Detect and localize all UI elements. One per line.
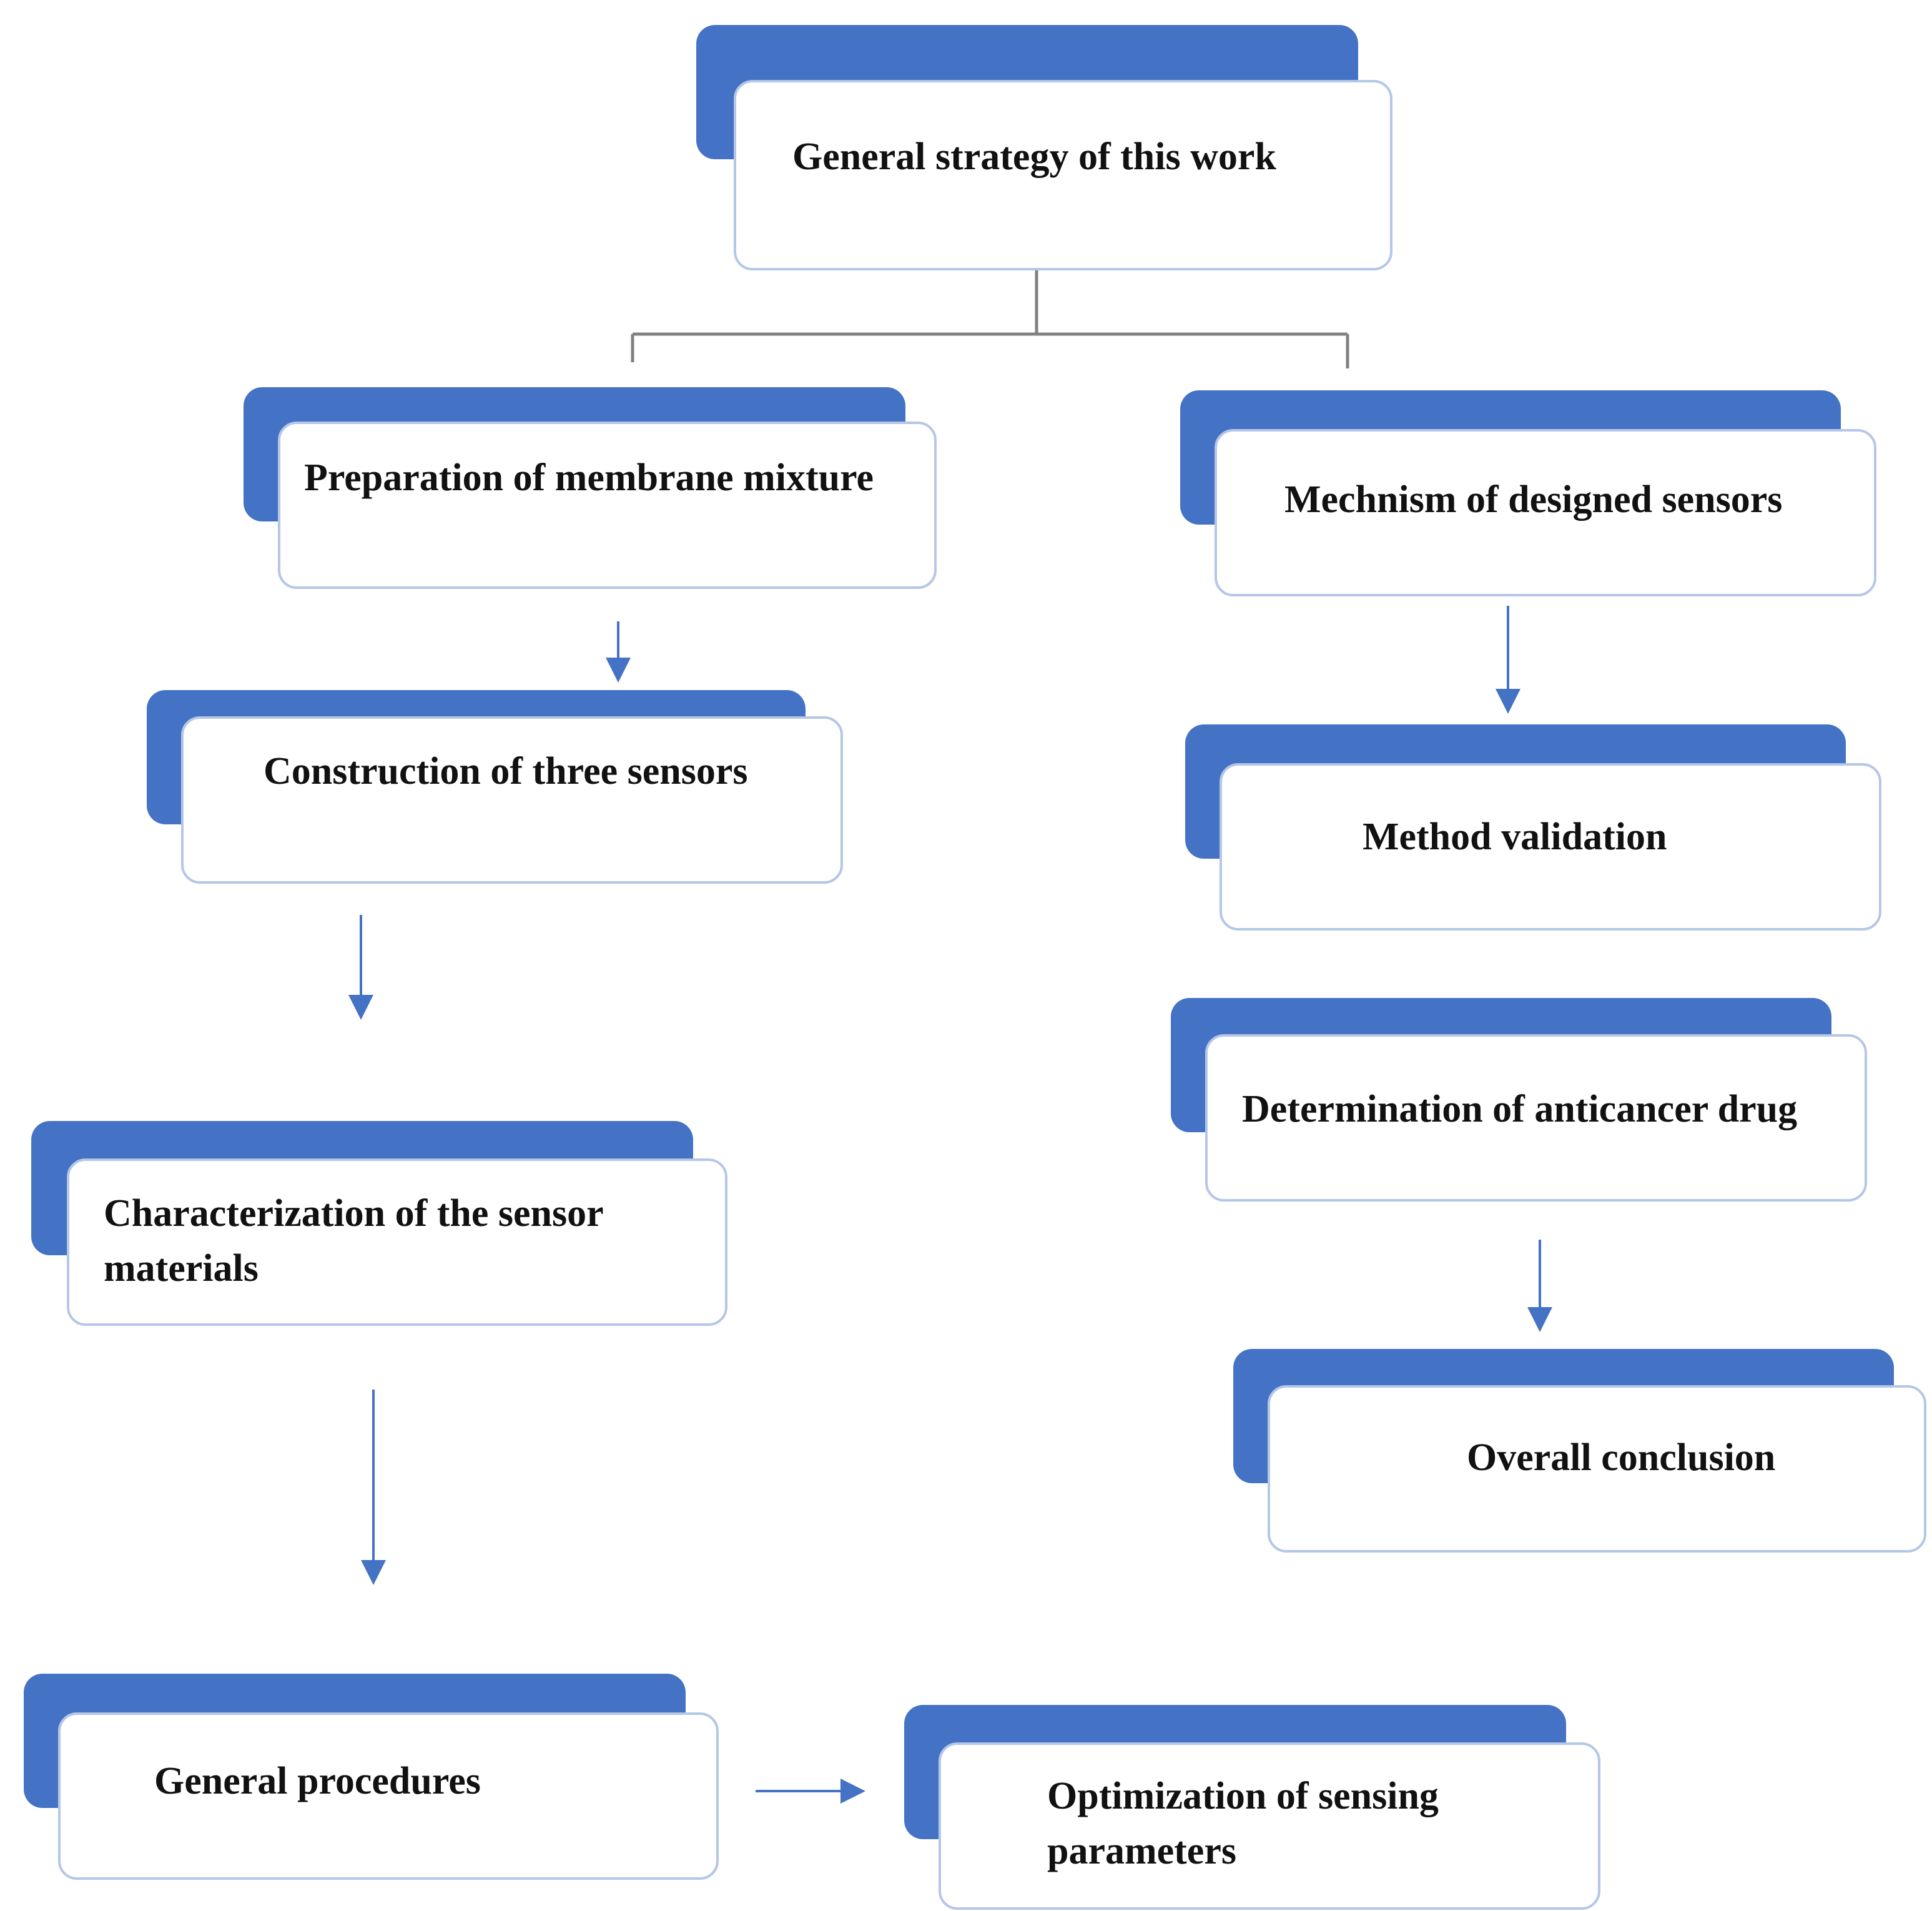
node-label: Method validation [1363, 816, 1667, 858]
node-label-line2: parameters [1047, 1830, 1236, 1872]
node-label-line2: materials [104, 1247, 259, 1290]
node-overall-conclusion: Overall conclusion [1233, 1349, 1930, 1555]
node-label-line1: Optimization of sensing [1047, 1775, 1439, 1817]
node-mechanism: Mechnism of designed sensors [1180, 390, 1880, 596]
node-label: Construction of three sensors [264, 750, 748, 793]
node-label: Mechnism of designed sensors [1284, 478, 1783, 521]
node-determination: Determination of anticancer drug [1171, 998, 1870, 1204]
node-label: General procedures [154, 1760, 481, 1802]
node-characterization: Characterization of the sensor materials [31, 1121, 731, 1327]
node-optimization: Optimization of sensing parameters [904, 1705, 1604, 1911]
node-label: Overall conclusion [1467, 1436, 1776, 1479]
node-construction: Construction of three sensors [147, 690, 846, 884]
node-general-strategy: General strategy of this work [696, 25, 1396, 270]
node-label-line1: Characterization of the sensor [104, 1192, 604, 1235]
node-label: Preparation of membrane mixture [304, 457, 874, 499]
node-general-procedures: General procedures [24, 1674, 723, 1880]
node-method-validation: Method validation [1185, 724, 1885, 931]
node-label: General strategy of this work [792, 136, 1276, 178]
node-preparation: Preparation of membrane mixture [244, 387, 943, 593]
node-label: Determination of anticancer drug [1242, 1088, 1798, 1130]
